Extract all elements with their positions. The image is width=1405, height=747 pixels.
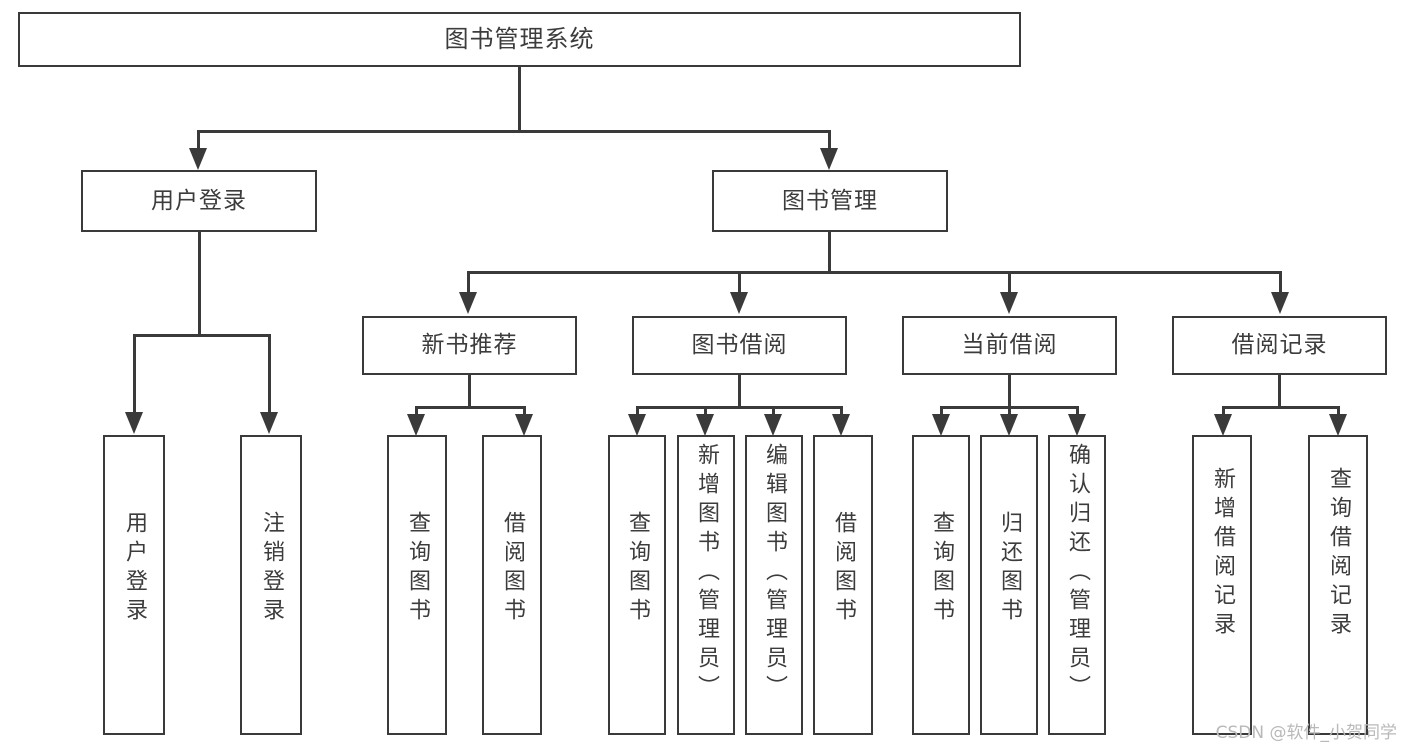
leaf-borrow-record-query[interactable]: 查询借阅记录 [1308,435,1368,735]
connector-user-login-drop-2 [268,334,271,414]
connector-user-login-stem [198,232,201,336]
connector-borrow-record-drop-2 [1337,406,1340,416]
connector-book-borrow-drop-1 [636,406,639,416]
leaf-new-book-query-label: 查询图书 [405,511,430,627]
connector-book-mgmt-drop-4 [1279,271,1282,295]
connector-new-book-drop-1 [415,406,418,416]
node-new-book-recommend[interactable]: 新书推荐 [362,316,577,375]
leaf-book-borrow-query[interactable]: 查询图书 [608,435,666,735]
connector-new-book-bus [415,406,526,409]
leaf-book-borrow-add-label: 新增图书（管理员） [694,443,719,704]
connector-borrow-record-bus [1222,406,1340,409]
connector-root-to-user-login [197,130,200,150]
connector-root-stem [518,67,521,131]
arrow-new-book-leaf-2 [515,414,533,436]
connector-borrow-record-drop-1 [1222,406,1225,416]
connector-current-borrow-stem [1008,375,1011,409]
arrow-book-mgmt-child-1 [459,292,477,314]
leaf-current-borrow-confirm[interactable]: 确认归还（管理员） [1048,435,1106,735]
arrow-book-mgmt-child-3 [1000,292,1018,314]
connector-book-borrow-stem [738,375,741,409]
leaf-book-borrow-edit-label: 编辑图书（管理员） [762,443,787,704]
leaf-current-borrow-query-label: 查询图书 [929,511,954,627]
connector-book-borrow-bus [636,406,843,409]
connector-book-borrow-drop-2 [704,406,707,416]
node-current-borrow-label: 当前借阅 [961,332,1058,359]
connector-user-login-drop-1 [133,334,136,414]
node-book-management[interactable]: 图书管理 [712,170,948,232]
arrow-borrow-record-leaf-2 [1329,414,1347,436]
node-book-borrow[interactable]: 图书借阅 [632,316,847,375]
connector-book-mgmt-bus [467,271,1282,274]
arrow-root-to-user-login [189,148,207,170]
node-book-borrow-label: 图书借阅 [691,332,788,359]
connector-book-borrow-drop-4 [840,406,843,416]
leaf-current-borrow-query[interactable]: 查询图书 [912,435,970,735]
arrow-user-login-leaf-2 [260,412,278,434]
connector-root-bus [197,130,831,133]
arrow-book-borrow-leaf-2 [696,414,714,436]
arrow-current-borrow-leaf-2 [1000,414,1018,436]
arrow-book-mgmt-child-4 [1271,292,1289,314]
arrow-book-borrow-leaf-1 [628,414,646,436]
leaf-new-book-query[interactable]: 查询图书 [387,435,447,735]
connector-book-mgmt-drop-2 [738,271,741,295]
leaf-user-login-logout-label: 注销登录 [259,511,284,627]
leaf-user-login-login-label: 用户登录 [122,511,147,627]
leaf-book-borrow-borrow[interactable]: 借阅图书 [813,435,873,735]
leaf-user-login-login[interactable]: 用户登录 [103,435,165,735]
connector-book-mgmt-drop-1 [467,271,470,295]
connector-root-to-book-mgmt [828,130,831,150]
connector-book-borrow-drop-3 [772,406,775,416]
connector-new-book-drop-2 [523,406,526,416]
arrow-new-book-leaf-1 [407,414,425,436]
connector-current-borrow-drop-2 [1008,406,1011,416]
leaf-user-login-logout[interactable]: 注销登录 [240,435,302,735]
node-root-system-label: 图书管理系统 [444,24,595,53]
connector-borrow-record-stem [1278,375,1281,409]
node-current-borrow[interactable]: 当前借阅 [902,316,1117,375]
leaf-book-borrow-edit[interactable]: 编辑图书（管理员） [745,435,803,735]
leaf-book-borrow-borrow-label: 借阅图书 [831,511,856,627]
connector-book-mgmt-drop-3 [1008,271,1011,295]
leaf-borrow-record-add[interactable]: 新增借阅记录 [1192,435,1252,735]
connector-current-borrow-drop-1 [940,406,943,416]
node-borrow-record[interactable]: 借阅记录 [1172,316,1387,375]
leaf-current-borrow-return[interactable]: 归还图书 [980,435,1038,735]
leaf-new-book-borrow-label: 借阅图书 [500,511,525,627]
connector-book-mgmt-stem [828,232,831,274]
arrow-book-mgmt-child-2 [730,292,748,314]
leaf-current-borrow-confirm-label: 确认归还（管理员） [1065,443,1090,704]
leaf-book-borrow-add[interactable]: 新增图书（管理员） [677,435,735,735]
arrow-current-borrow-leaf-1 [932,414,950,436]
leaf-borrow-record-query-label: 查询借阅记录 [1326,467,1351,641]
connector-new-book-stem [468,375,471,409]
node-new-book-recommend-label: 新书推荐 [421,332,518,359]
arrow-root-to-book-mgmt [820,148,838,170]
arrow-book-borrow-leaf-4 [832,414,850,436]
node-user-login[interactable]: 用户登录 [81,170,317,232]
arrow-current-borrow-leaf-3 [1068,414,1086,436]
arrow-book-borrow-leaf-3 [764,414,782,436]
node-book-management-label: 图书管理 [782,187,878,214]
connector-current-borrow-drop-3 [1076,406,1079,416]
node-root-system[interactable]: 图书管理系统 [18,12,1021,67]
leaf-book-borrow-query-label: 查询图书 [625,511,650,627]
connector-user-login-bus [133,334,270,337]
arrow-user-login-leaf-1 [125,412,143,434]
node-borrow-record-label: 借阅记录 [1231,332,1328,359]
leaf-current-borrow-return-label: 归还图书 [997,511,1022,627]
leaf-new-book-borrow[interactable]: 借阅图书 [482,435,542,735]
node-user-login-label: 用户登录 [151,187,247,214]
arrow-borrow-record-leaf-1 [1214,414,1232,436]
leaf-borrow-record-add-label: 新增借阅记录 [1210,467,1235,641]
